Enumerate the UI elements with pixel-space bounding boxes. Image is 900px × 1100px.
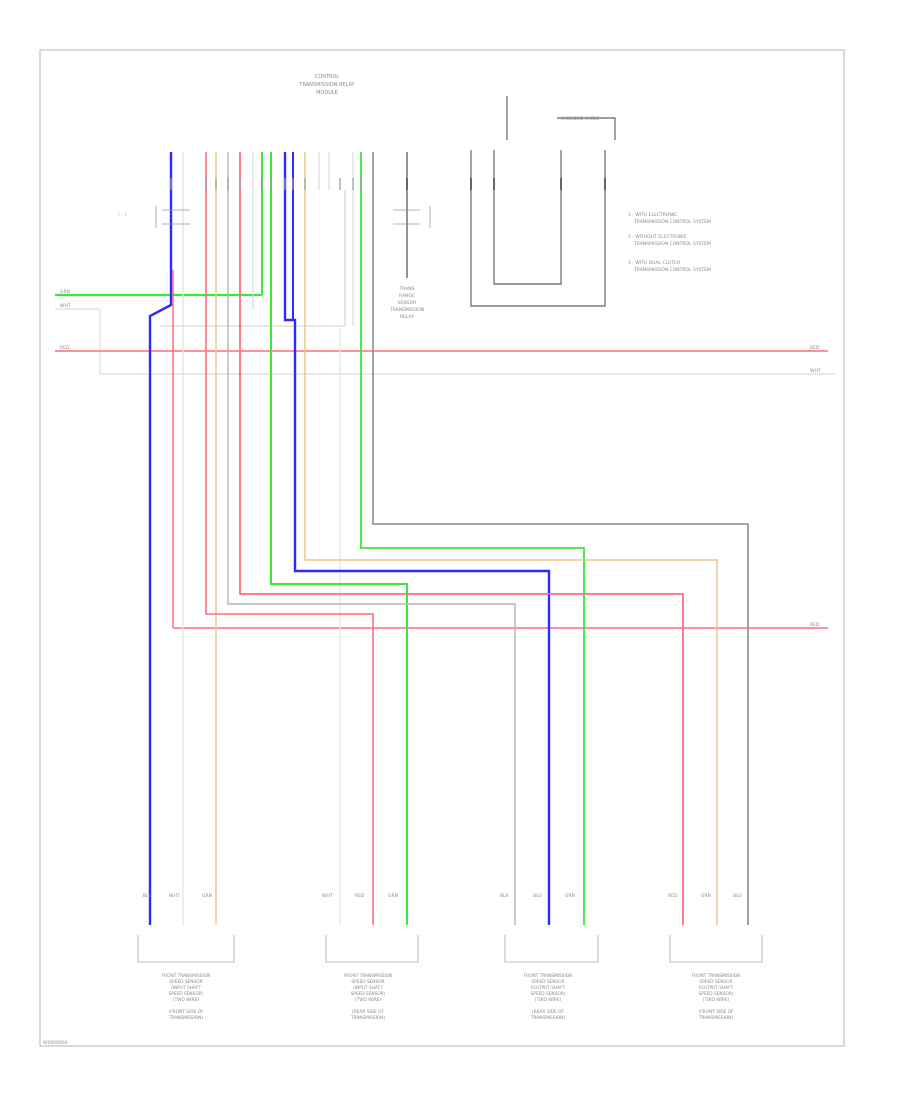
wire-label-2-1: WHT (322, 893, 333, 899)
junction-line-3: SENSOR (398, 300, 417, 306)
sensor-3-line-4: SPEED SENSOR) (531, 991, 566, 997)
bus-label-white-right: WHT (810, 368, 821, 374)
wire-gray-group-3 (227, 152, 516, 925)
sensor-1-line-3: (INPUT SHAFT (171, 985, 201, 991)
shielded-box-pins (470, 178, 606, 190)
diagram-frame (39, 49, 845, 1047)
shielded-cable-box (470, 96, 616, 307)
wire-red-group-4 (239, 152, 684, 925)
note-1-line-1: 1 - WITH ELECTRONIC (628, 212, 677, 218)
note-1-line-2: TRANSMISSION CONTROL SYSTEM (633, 219, 711, 225)
wire-label-1-2: WHT (169, 893, 180, 899)
sensor-3-line-5: (TWO WIRE) (535, 997, 562, 1003)
connector-body-2 (325, 935, 419, 963)
sensor-4-line-5: (TWO WIRE) (703, 997, 730, 1003)
wire-gray-group-4 (372, 152, 749, 925)
sensor-4-line-7: TRANSMISSION) (698, 1015, 734, 1021)
sensor-4-line-1: FRONT TRANSMISSION (692, 973, 741, 979)
sensor-4-line-6: (FRONT SIDE OF (699, 1009, 734, 1015)
wires (148, 152, 749, 925)
connector-group-1: BLU WHT GRN FRONT TRANSMISSION SPEED SEN… (137, 893, 235, 1021)
main-module-line-1: CONTROL (315, 74, 340, 80)
wire-tan-group-4 (304, 152, 718, 925)
wire-green-group-2 (270, 152, 408, 925)
connector-body-1 (137, 935, 235, 963)
footer-code: W0000000 (43, 1040, 68, 1046)
sensor-4-line-3: (OUTPUT SHAFT (699, 985, 734, 991)
notes: 1 - WITH ELECTRONIC TRANSMISSION CONTROL… (628, 212, 711, 273)
sensor-3-line-3: (OUTPUT SHAFT (531, 985, 566, 991)
sensor-2-line-1: FRONT TRANSMISSION (344, 973, 393, 979)
wire-label-4-3: BLU (733, 893, 742, 899)
wire-label-2-3: GRN (388, 893, 398, 899)
junction-note-block (393, 206, 431, 228)
connector-group-2: WHT RED GRN FRONT TRANSMISSION SPEED SEN… (322, 893, 419, 1021)
sensor-2-line-2: SPEED SENSOR (351, 979, 384, 985)
junction-line-2: RANGE (399, 293, 415, 299)
wire-label-1-3: GRN (202, 893, 212, 899)
sensor-3-line-6: (REAR SIDE OF (532, 1009, 564, 1015)
sensor-1-line-5: (TWO WIRE) (173, 997, 200, 1003)
wire-label-1-1: BLU (143, 893, 152, 899)
junction-line-4: TRANSMISSION (389, 307, 424, 313)
connector-group-3: BLK BLU GRN FRONT TRANSMISSION SPEED SEN… (500, 893, 599, 1021)
sensor-1-line-2: SPEED SENSOR (169, 979, 202, 985)
sensor-2-line-7: TRANSMISSION) (350, 1015, 386, 1021)
module-connector-pins (170, 178, 374, 190)
connector-body-3 (504, 935, 599, 963)
wire-blue-group-1 (148, 152, 173, 925)
shielded-cable-label: SHIELDED CABLE (561, 116, 600, 122)
wire-label-3-1: BLK (500, 893, 510, 899)
wire-label-3-2: BLU (533, 893, 542, 899)
wire-red-group-2 (205, 152, 374, 925)
note-3-line-2: TRANSMISSION CONTROL SYSTEM (633, 267, 711, 273)
junction-label: TRANS RANGE SENSOR TRANSMISSION RELAY (389, 286, 424, 320)
note-3-line-1: 3 - WITH DUAL CLUTCH (628, 260, 680, 266)
wire-green-group-3 (360, 152, 585, 925)
sensor-2-line-3: (INPUT SHAFT (353, 985, 383, 991)
sensor-2-line-6: (REAR SIDE OF (352, 1009, 384, 1015)
wire-label-2-2: RED (355, 893, 365, 899)
bus-label-red-left: RED (60, 345, 70, 351)
wire-label-3-3: GRN (565, 893, 575, 899)
gray-connector-wire (160, 190, 346, 327)
connector-group-4: RED GRN BLU FRONT TRANSMISSION SPEED SEN… (668, 893, 763, 1021)
wire-blue-group-3 (283, 152, 551, 925)
sensor-3-line-2: SPEED SENSOR (531, 979, 564, 985)
main-module-line-2: TRANSMISSION RELAY (298, 82, 355, 88)
sensor-1-line-7: TRANSMISSION) (168, 1015, 204, 1021)
wire-label-4-1: RED (668, 893, 678, 899)
note-2-line-1: 2 - WITHOUT ELECTRONIC (628, 234, 687, 240)
sensor-4-line-2: SPEED SENSOR (699, 979, 732, 985)
sensor-1-line-4: SPEED SENSOR) (169, 991, 204, 997)
connector-body-4 (669, 935, 763, 963)
bus-label-red-lower-right: RED (810, 622, 820, 628)
bus-label-green-left: GRN (60, 289, 70, 295)
main-module-line-3: MODULE (316, 90, 338, 96)
bus-label-red-right: RED (810, 345, 820, 351)
note-2-line-2: TRANSMISSION CONTROL SYSTEM (633, 241, 711, 247)
wire-label-4-2: GRN (701, 893, 711, 899)
junction-line-5: RELAY (400, 314, 414, 320)
left-note-marks: ( - ) (118, 212, 126, 218)
junction-line-1: TRANS (399, 286, 415, 292)
sensor-1-line-1: FRONT TRANSMISSION (162, 973, 211, 979)
bus-label-white-left: WHT (60, 303, 71, 309)
sensor-2-line-4: SPEED SENSOR) (351, 991, 386, 997)
sensor-4-line-4: SPEED SENSOR) (699, 991, 734, 997)
main-module-label: CONTROL TRANSMISSION RELAY MODULE (298, 74, 355, 96)
left-note-block (155, 206, 190, 228)
sensor-1-line-6: (FRONT SIDE OF (169, 1009, 204, 1015)
sensor-2-line-5: (TWO WIRE) (355, 997, 382, 1003)
sensor-3-line-7: TRANSMISSION) (530, 1015, 566, 1021)
sensor-3-line-1: FRONT TRANSMISSION (524, 973, 573, 979)
white-bus-loop (99, 309, 836, 375)
